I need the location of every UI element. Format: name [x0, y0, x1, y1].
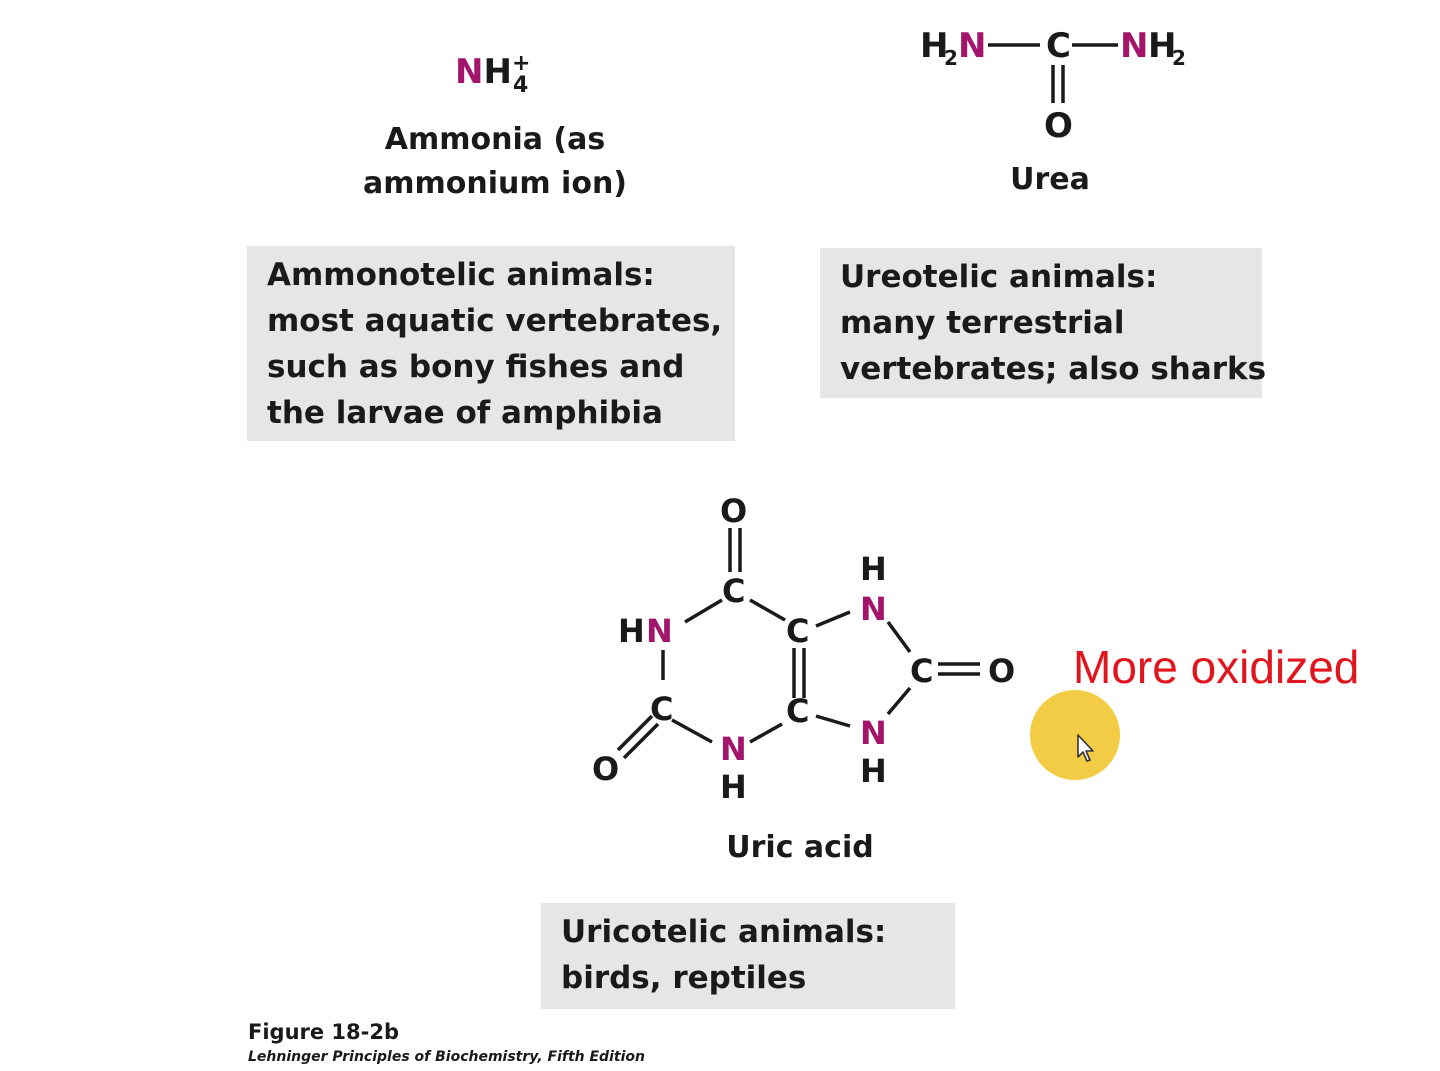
uric-c-left: C — [650, 690, 673, 728]
uricotelic-box: Uricotelic animals: birds, reptiles — [541, 903, 955, 1009]
ammonotelic-line-3: such as bony fishes and — [267, 349, 685, 385]
urea-carbon: C — [1046, 26, 1071, 66]
ureotelic-line-1: Ureotelic animals: — [840, 259, 1158, 295]
ammonotelic-box: Ammonotelic animals: most aquatic verteb… — [247, 246, 735, 441]
uric-c5: C — [786, 612, 809, 650]
nitrogen-atom: N — [455, 52, 484, 92]
urea-amine-right-n: N — [1120, 26, 1148, 66]
uric-n7-h: H — [860, 550, 887, 588]
ureotelic-box: Ureotelic animals: many terrestrial vert… — [820, 248, 1267, 398]
charge-superscript: + — [511, 51, 531, 76]
uric-n3: N — [720, 730, 747, 768]
uric-n1: N — [646, 612, 673, 650]
hydrogen-atom: H — [483, 52, 512, 92]
ureotelic-line-3: vertebrates; also sharks — [840, 351, 1267, 387]
figure-label: Figure 18-2b — [248, 1020, 400, 1044]
uric-c-top: C — [722, 572, 745, 610]
svg-text:2: 2 — [1172, 46, 1186, 70]
svg-text:2: 2 — [944, 46, 958, 70]
uric-o8: O — [988, 652, 1015, 690]
figure-source: Lehninger Principles of Biochemistry, Fi… — [248, 1049, 645, 1065]
uric-n7: N — [860, 590, 887, 628]
uric-n9-h: H — [860, 752, 887, 790]
urea-structure: H 2 N C N H 2 O — [920, 26, 1186, 145]
uric-n1-h: H — [618, 612, 645, 650]
ammonia-name-line-1: Ammonia (as — [384, 122, 606, 157]
uric-n9: N — [860, 714, 887, 752]
uric-acid-name: Uric acid — [726, 830, 874, 865]
ureotelic-line-2: many terrestrial — [840, 305, 1125, 341]
uric-o-left: O — [592, 750, 619, 788]
urea-amine-left-h2: H — [920, 26, 948, 66]
urea-amine-right-h2: H — [1148, 26, 1176, 66]
uricotelic-line-1: Uricotelic animals: — [561, 914, 887, 950]
uricotelic-line-2: birds, reptiles — [561, 960, 807, 996]
ammonium-formula: NH+4 — [455, 51, 530, 98]
ammonotelic-line-2: most aquatic vertebrates, — [267, 303, 723, 339]
ammonotelic-line-4: the larvae of amphibia — [267, 395, 663, 431]
uric-c8: C — [910, 652, 933, 690]
subscript-four: 4 — [512, 73, 529, 98]
ammonia-name: Ammonia (as ammonium ion) — [330, 118, 660, 206]
uric-c4: C — [786, 692, 809, 730]
ammonia-name-line-2: ammonium ion) — [362, 166, 628, 201]
uric-n3-h: H — [720, 768, 747, 806]
uric-acid-structure: O C H N C O N H C C H N C O N H — [592, 492, 1015, 806]
ammonotelic-line-1: Ammonotelic animals: — [267, 257, 655, 293]
urea-amine-left-n: N — [958, 26, 986, 66]
cursor-highlight — [1030, 690, 1120, 780]
urea-name: Urea — [1010, 162, 1090, 197]
uric-o-top: O — [720, 492, 747, 530]
more-oxidized-annotation: More oxidized — [1073, 641, 1360, 693]
urea-oxygen: O — [1044, 106, 1073, 145]
mouse-pointer-icon — [1077, 734, 1094, 762]
